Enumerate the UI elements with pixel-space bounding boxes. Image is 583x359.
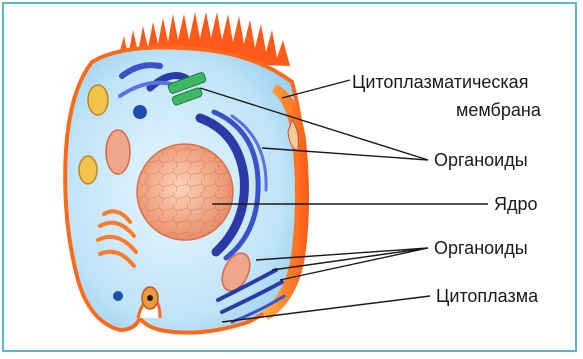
label-membrane-line2: мембрана: [456, 99, 541, 121]
label-organelles-1: Органоиды: [434, 149, 528, 171]
label-cytoplasm: Цитоплазма: [436, 285, 538, 307]
bottom-organelle: [142, 287, 158, 309]
label-membrane-line1: Цитоплазматическая: [352, 71, 528, 93]
label-organelles-2: Органоиды: [434, 237, 528, 259]
nucleus: [137, 144, 233, 240]
label-nucleus: Ядро: [494, 193, 538, 215]
